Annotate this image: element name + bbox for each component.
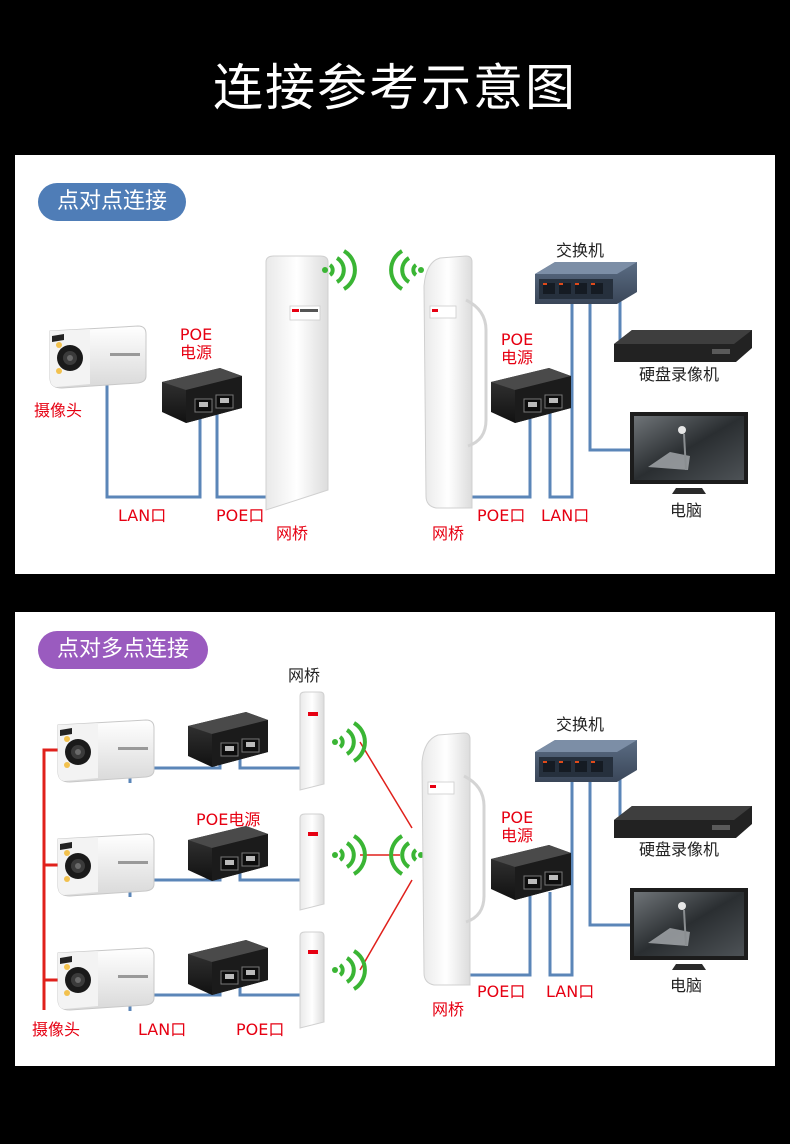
- wireless-bridge-icon: [299, 813, 325, 911]
- poe-power-label: POE电源: [196, 810, 261, 829]
- poe-power-label-line2: 电源: [500, 826, 534, 845]
- poe-injector-icon: [161, 367, 243, 424]
- nvr-label: 硬盘录像机: [639, 840, 720, 859]
- lan-port-label: LAN口: [138, 1020, 187, 1039]
- switch-label: 交换机: [556, 715, 605, 734]
- poe-power-label-line1: POE: [179, 325, 213, 344]
- poe-power-label: POE 电源: [180, 326, 212, 362]
- poe-power-label: POE 电源: [501, 331, 533, 367]
- wireless-bridge-icon: [423, 255, 488, 509]
- switch-label: 交换机: [556, 241, 605, 260]
- page-title: 连接参考示意图: [213, 59, 577, 117]
- camera-icon: [49, 325, 147, 389]
- poe-port-label: POE口: [477, 506, 526, 525]
- poe-injector-icon: [490, 367, 572, 424]
- nvr-label: 硬盘录像机: [639, 365, 720, 384]
- bridge-label: 网桥: [288, 666, 321, 685]
- lan-port-label: LAN口: [546, 982, 595, 1001]
- monitor-icon: [629, 887, 749, 971]
- computer-label: 电脑: [670, 501, 703, 520]
- section-badge-point-to-point: 点对点连接: [38, 183, 187, 221]
- camera-label: 摄像头: [32, 1020, 81, 1039]
- poe-port-label: POE口: [236, 1020, 285, 1039]
- wifi-signal-icon: [330, 721, 367, 763]
- lan-port-label: LAN口: [541, 506, 590, 525]
- poe-injector-icon: [187, 939, 269, 996]
- camera-icon: [57, 833, 155, 897]
- monitor-icon: [629, 411, 749, 495]
- poe-injector-icon: [187, 825, 269, 882]
- section-badge-point-to-multipoint: 点对多点连接: [38, 631, 209, 669]
- poe-power-label-line2: 电源: [179, 343, 213, 362]
- network-switch-icon: [535, 740, 637, 782]
- camera-icon: [57, 947, 155, 1011]
- nvr-recorder-icon: [614, 806, 752, 838]
- network-switch-icon: [535, 262, 637, 304]
- camera-icon: [57, 719, 155, 783]
- poe-power-label-line1: POE: [500, 808, 534, 827]
- wifi-signal-icon: [389, 249, 426, 291]
- bridge-label: 网桥: [276, 524, 309, 543]
- nvr-recorder-icon: [614, 330, 752, 362]
- poe-port-label: POE口: [477, 982, 526, 1001]
- wireless-bridge-icon: [299, 931, 325, 1029]
- computer-label: 电脑: [670, 976, 703, 995]
- poe-injector-icon: [187, 711, 269, 768]
- bridge-label: 网桥: [432, 1000, 465, 1019]
- poe-injector-icon: [490, 844, 572, 901]
- lan-cables-section1: [105, 300, 636, 499]
- wireless-bridge-icon: [265, 255, 329, 511]
- wireless-bridge-icon: [299, 691, 325, 791]
- poe-port-label: POE口: [216, 506, 265, 525]
- wifi-signal-icon: [330, 949, 367, 991]
- poe-power-label: POE 电源: [501, 809, 533, 845]
- lan-port-label: LAN口: [118, 506, 167, 525]
- wireless-bridge-icon: [421, 732, 486, 986]
- camera-label: 摄像头: [34, 401, 83, 420]
- bridge-label: 网桥: [432, 524, 465, 543]
- wifi-signal-icon: [330, 834, 367, 876]
- poe-power-label-line2: 电源: [500, 348, 534, 367]
- poe-power-label-line1: POE: [500, 330, 534, 349]
